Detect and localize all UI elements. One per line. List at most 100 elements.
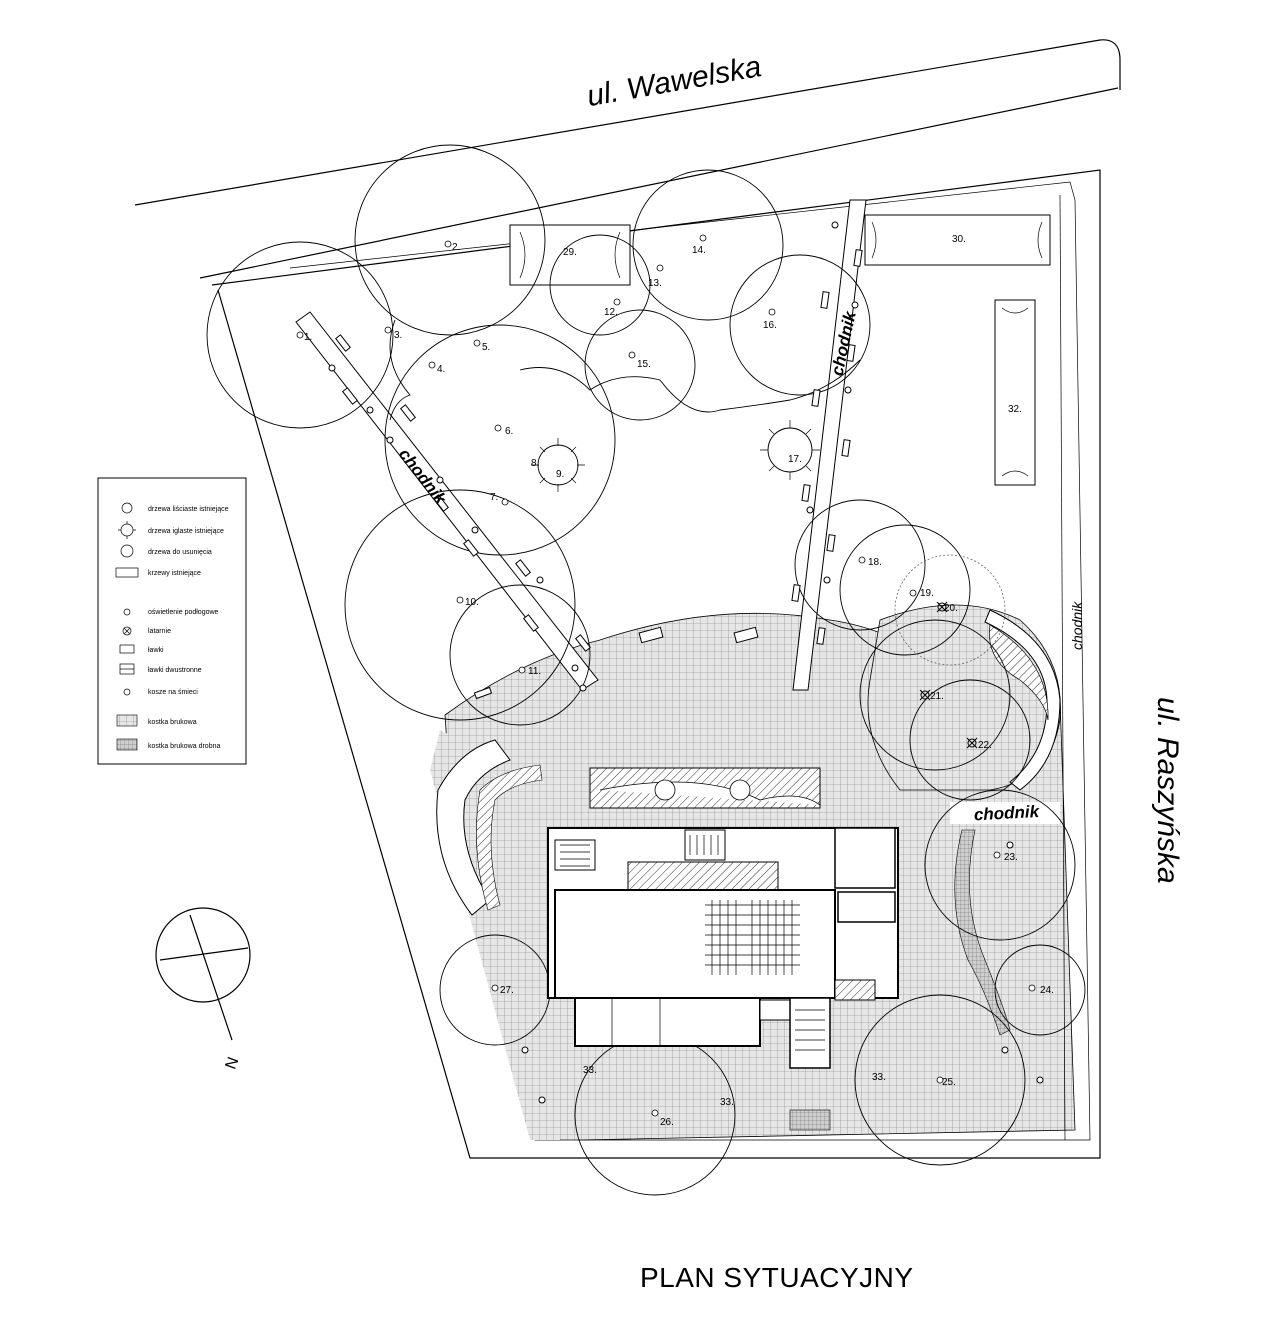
street-label-wawelska: ul. Wawelska bbox=[585, 50, 764, 113]
curved-bench-right bbox=[984, 609, 1061, 791]
plot-boundary bbox=[211, 169, 1101, 1159]
shrub-label-32: 32. bbox=[1008, 404, 1022, 415]
lamps bbox=[328, 221, 1044, 1104]
floor-light-icon bbox=[123, 608, 131, 616]
walkway-label-center: chodnik bbox=[828, 308, 860, 377]
tree-label-6: 6. bbox=[505, 426, 513, 437]
trash-bin-icon bbox=[123, 688, 131, 696]
canopy-tree-19 bbox=[839, 524, 971, 656]
canopy-tree-11 bbox=[449, 584, 591, 726]
tree-label-22: 22. bbox=[978, 740, 992, 751]
walkway-center bbox=[792, 199, 867, 691]
deciduous-tree-icon bbox=[121, 502, 133, 514]
tree-label-3: 3. bbox=[394, 330, 402, 341]
plan-title: PLAN SYTUACYJNY bbox=[640, 1262, 914, 1293]
canopy-tree-1 bbox=[206, 241, 394, 429]
curb-wawelska bbox=[199, 87, 1119, 279]
curved-bench-left bbox=[436, 739, 511, 916]
legend-label-7: ławki dwustronne bbox=[148, 667, 202, 674]
shrub-bed-29 bbox=[509, 224, 631, 286]
canopy-tree-18 bbox=[794, 499, 926, 631]
tree-label-9: 9. bbox=[556, 469, 564, 480]
tree-label-16: 16. bbox=[763, 320, 777, 331]
tree-label-26: 26. bbox=[660, 1117, 674, 1128]
tree-label-14: 14. bbox=[692, 245, 706, 256]
legend-label-2: drzewa do usunięcia bbox=[148, 549, 212, 556]
conifer-tree-9 bbox=[531, 438, 585, 492]
tree-label-12: 12. bbox=[604, 307, 618, 318]
canopy-tree-14 bbox=[632, 169, 784, 321]
walkway-label-east: chodnik bbox=[1069, 601, 1085, 650]
canopy-tree-6 bbox=[384, 324, 616, 556]
north-label: N bbox=[223, 1055, 243, 1072]
legend-label-4: oświetlenie podłogowe bbox=[148, 609, 219, 616]
legend-label-8: kosze na śmieci bbox=[148, 689, 198, 696]
building-floor-plan bbox=[547, 767, 899, 1131]
tree-label-27: 27. bbox=[500, 985, 514, 996]
shrub-bed-32 bbox=[994, 299, 1036, 486]
canopy-tree-25 bbox=[854, 994, 1026, 1166]
canopy-tree-16 bbox=[729, 254, 871, 396]
tree-label-24: 24. bbox=[1040, 985, 1054, 996]
tree-label-11: 11. bbox=[528, 666, 541, 677]
bench-icon bbox=[119, 644, 135, 654]
tree-label-1: 1. bbox=[304, 332, 312, 343]
north-arrow-icon: N bbox=[155, 907, 251, 1072]
canopy-tree-10 bbox=[344, 489, 576, 721]
shrub-label-33-a: 33. bbox=[583, 1065, 597, 1076]
legend-label-9: kostka brukowa bbox=[148, 719, 197, 726]
canopy-tree-15 bbox=[584, 309, 696, 421]
tree-label-15: 15. bbox=[637, 359, 651, 370]
tree-label-23: 23. bbox=[1004, 852, 1018, 863]
fine-paving-pattern-icon bbox=[116, 738, 138, 751]
walkway-left bbox=[295, 311, 599, 691]
tree-label-7: 7. bbox=[490, 492, 498, 503]
shrub-label-30: 30. bbox=[952, 234, 966, 245]
street-lamp-icon bbox=[122, 626, 132, 636]
tree-label-21: 21. bbox=[930, 691, 944, 702]
tree-label-5: 5. bbox=[482, 342, 490, 353]
legend-label-10: kostka brukowa drobna bbox=[148, 743, 220, 750]
street-edge-wawelska bbox=[134, 39, 1121, 206]
legend-label-3: krzewy istniejące bbox=[148, 570, 201, 577]
legend-label-1: drzewa iglaste istniejące bbox=[148, 528, 224, 535]
legend-label-5: latarnie bbox=[148, 628, 171, 635]
shrub-bed-30 bbox=[864, 214, 1051, 266]
walkway-right bbox=[1059, 194, 1066, 1141]
tree-label-2: 2. bbox=[452, 242, 460, 253]
shrub-icon bbox=[115, 567, 139, 578]
curved-bench-left-inner bbox=[476, 764, 543, 911]
tree-label-4: 4. bbox=[437, 364, 445, 375]
legend-label-0: drzewa liściaste istniejące bbox=[148, 506, 229, 513]
canopy-tree-20 bbox=[894, 554, 1006, 666]
tree-label-17: 17. bbox=[788, 454, 802, 465]
street-label-raszynska: ul. Raszyńska bbox=[1151, 697, 1184, 884]
tree-label-10: 10. bbox=[465, 597, 479, 608]
canopy-tree-23 bbox=[924, 789, 1076, 941]
benches bbox=[335, 249, 863, 700]
tree-label-18: 18. bbox=[868, 557, 882, 568]
walkway-label-box-right bbox=[950, 802, 1060, 824]
canopy-group-main bbox=[389, 319, 861, 421]
conifer-tree-17 bbox=[760, 420, 820, 480]
legend: drzewa liściaste istniejące drzewa iglas… bbox=[97, 477, 247, 765]
tree-label-19: 19. bbox=[920, 588, 934, 599]
canopy-tree-24 bbox=[994, 944, 1086, 1036]
tree-label-20: 20. bbox=[944, 603, 958, 614]
tree-label-8: 8. bbox=[531, 458, 539, 469]
tree-trunks bbox=[296, 234, 1036, 1117]
walkway-label-left: chodnik bbox=[395, 445, 451, 509]
canopy-tree-12 bbox=[549, 234, 651, 336]
tree-label-13: 13. bbox=[648, 278, 662, 289]
shrub-label-33-c: 33. bbox=[872, 1072, 886, 1083]
tree-label-25: 25. bbox=[942, 1077, 956, 1088]
canopy-tree-2 bbox=[354, 144, 546, 336]
legend-label-6: ławki bbox=[148, 647, 164, 654]
tree-removal-marks bbox=[919, 601, 978, 749]
paving-pattern-icon bbox=[116, 714, 138, 727]
fine-paving-path bbox=[954, 829, 1011, 1036]
shrub-label-33-b: 33. bbox=[720, 1097, 734, 1108]
canopy-tree-22 bbox=[909, 679, 1031, 801]
shrub-label-29: 29. bbox=[563, 247, 577, 258]
